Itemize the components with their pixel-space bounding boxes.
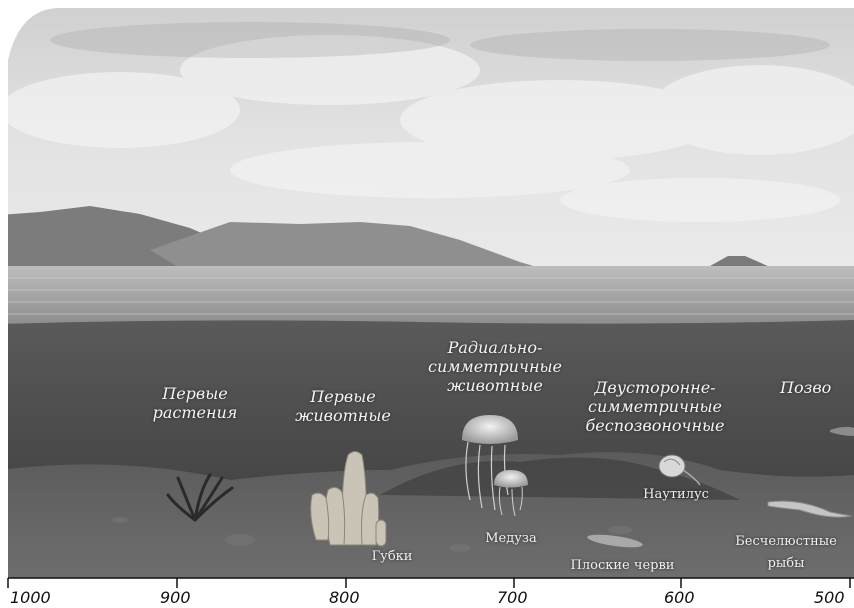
label-vertebrates: Позво [780, 378, 840, 397]
label-radial: Радиально- симметричные животные [425, 338, 565, 395]
label-line: симметричные [428, 357, 562, 376]
label-line: Позво [780, 378, 832, 397]
jawless-fish-icon [767, 426, 854, 518]
nautilus-icon [658, 454, 701, 486]
species-label: рыбы [767, 556, 805, 571]
sponges-icon [310, 451, 387, 547]
tick-label: 800 [329, 588, 360, 607]
tick-label: 900 [160, 588, 191, 607]
clouds [8, 35, 854, 222]
label-line: растения [152, 403, 238, 422]
label-bilateral: Двусторонне- симметричные беспозвоночные [575, 378, 735, 435]
tick-label: 1000 [10, 588, 51, 607]
label-line: животные [447, 376, 543, 395]
species-jawless: Бесчелюстные рыбы [726, 534, 846, 572]
species-medusa: Медуза [476, 531, 546, 547]
flatworm-icon [587, 534, 643, 548]
label-line: симметричные [588, 397, 722, 416]
species-label: Наутилус [643, 487, 709, 502]
species-sponges: Губки [362, 549, 422, 565]
label-first-plants: Первые растения [150, 384, 240, 422]
species-nautilus: Наутилус [636, 487, 716, 503]
sea-surface [8, 266, 854, 326]
tick-label: 600 [664, 588, 695, 607]
timeline-axis [7, 577, 854, 588]
species-label: Плоские черви [570, 558, 675, 573]
label-line: животные [295, 406, 391, 425]
jellyfish-icon [462, 415, 528, 517]
species-label: Губки [371, 549, 413, 564]
label-line: Двусторонне- [594, 378, 716, 397]
plant-icon [166, 473, 234, 522]
species-label: Медуза [485, 531, 537, 546]
label-first-animals: Первые животные [288, 387, 398, 425]
species-flatworms: Плоские черви [560, 558, 685, 574]
species-label: Бесчелюстные [735, 534, 837, 549]
label-line: Первые [310, 387, 376, 406]
label-line: беспозвоночные [585, 416, 725, 435]
label-line: Радиально- [447, 338, 543, 357]
tick-label: 500 [814, 588, 845, 607]
tick-label: 700 [497, 588, 528, 607]
label-line: Первые [162, 384, 228, 403]
